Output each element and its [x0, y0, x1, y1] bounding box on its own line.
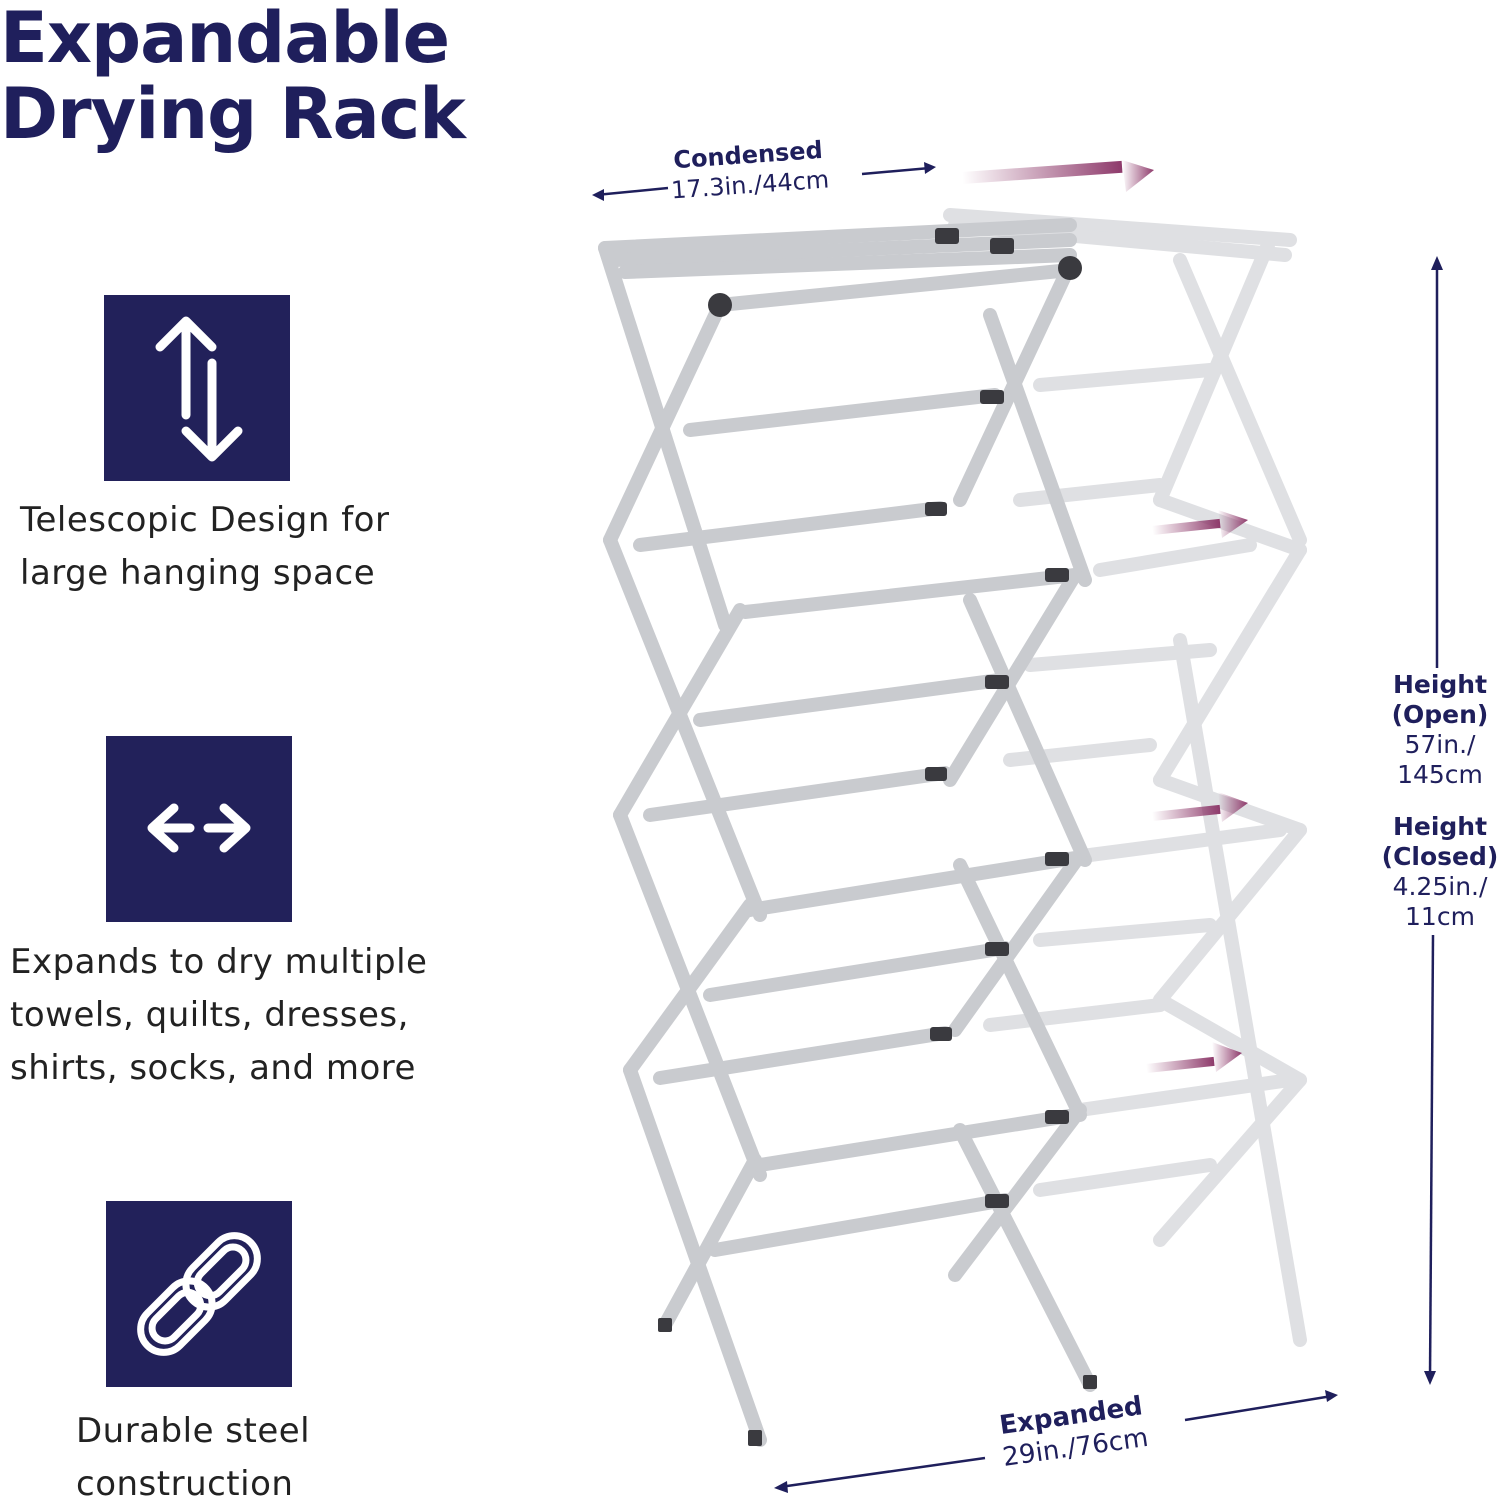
expand-motion-arrows: [962, 160, 1248, 1073]
feature-text-steel: Durable steel construction: [76, 1405, 310, 1511]
height-open-title-2: (Open): [1391, 700, 1489, 729]
height-closed-label: Height (Closed) 4.25in./ 11cm: [1370, 812, 1497, 932]
page-title: Expandable Drying Rack: [0, 0, 466, 155]
feature-text-telescopic: Telescopic Design for large hanging spac…: [20, 494, 389, 600]
feature-icon-box-steel: [106, 1201, 292, 1387]
feature-line: Durable steel: [76, 1411, 311, 1451]
feature-line: shirts, socks, and more: [10, 1048, 416, 1088]
rack-frame: [598, 218, 1097, 1447]
height-open-title-1: Height: [1392, 670, 1488, 699]
feature-line: construction: [76, 1464, 294, 1504]
height-closed-title-2: (Closed): [1381, 842, 1497, 871]
height-closed-title-1: Height: [1392, 812, 1488, 841]
chain-link-icon: [137, 1232, 261, 1356]
vertical-arrows-icon: [155, 316, 243, 462]
height-open-value-2: 145cm: [1397, 760, 1483, 789]
horizontal-arrows-icon: [147, 803, 251, 853]
feature-icon-box-telescopic: [104, 295, 290, 481]
rack-extension-ghost: [943, 208, 1307, 1347]
feature-icon-box-expands: [106, 736, 292, 922]
dimension-lines: [592, 162, 1443, 1493]
drying-rack-illustration: [592, 160, 1443, 1493]
height-closed-value-1: 4.25in./: [1392, 872, 1488, 901]
feature-line: Telescopic Design for: [20, 500, 390, 540]
title-line-1: Expandable: [0, 0, 450, 79]
condensed-dimension-label: Condensed 17.3in./44cm: [668, 135, 830, 206]
height-closed-value-2: 11cm: [1405, 902, 1475, 931]
feature-line: towels, quilts, dresses,: [10, 995, 409, 1035]
height-open-label: Height (Open) 57in./ 145cm: [1370, 670, 1497, 790]
height-open-value-1: 57in./: [1404, 730, 1476, 759]
feature-line: large hanging space: [20, 553, 376, 593]
feature-text-expands: Expands to dry multiple towels, quilts, …: [10, 936, 427, 1095]
rack-connectors: [658, 228, 1097, 1446]
feature-line: Expands to dry multiple: [10, 942, 428, 982]
title-line-2: Drying Rack: [0, 73, 466, 155]
